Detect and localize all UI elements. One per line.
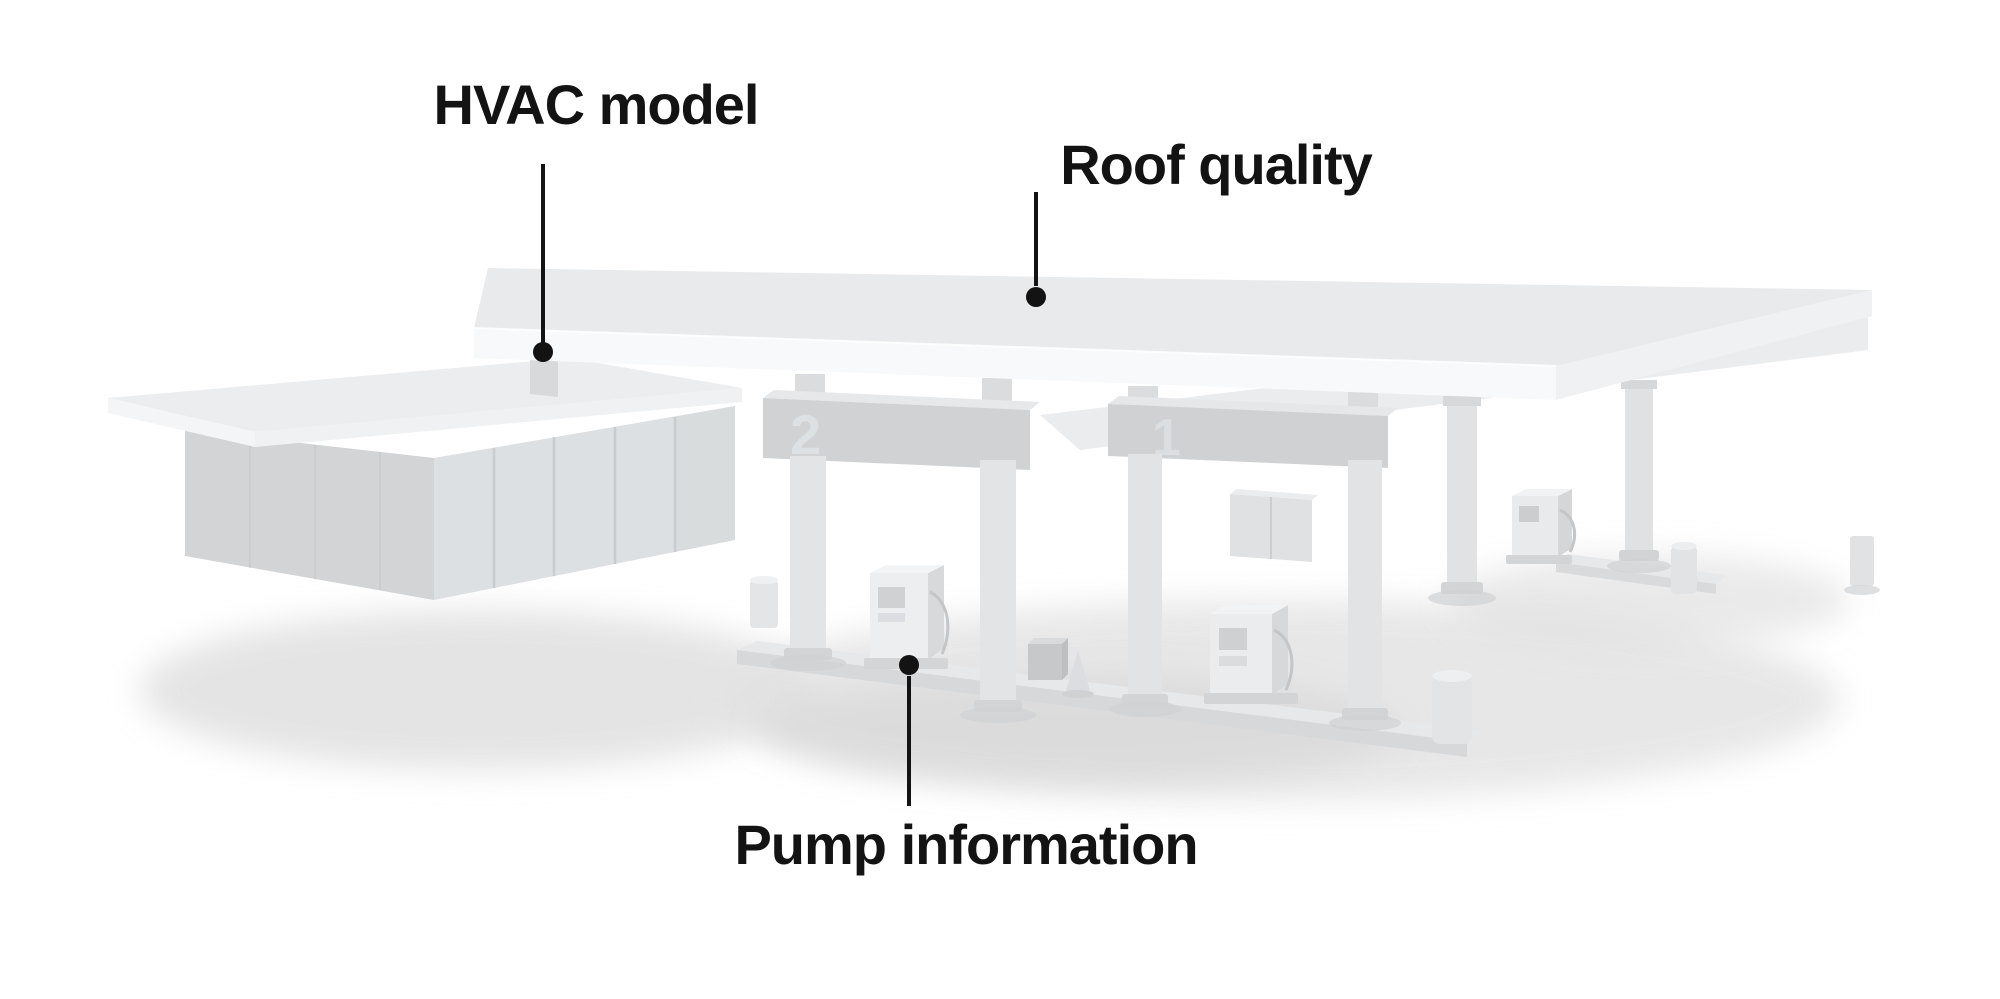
pump-island-2: 2 xyxy=(763,374,1040,723)
rear-kiosk xyxy=(1230,489,1318,562)
canopy-top xyxy=(474,268,1872,366)
store-roof-top xyxy=(108,358,742,432)
pump-hose xyxy=(929,590,950,655)
canopy-roof xyxy=(473,268,1872,400)
bollard xyxy=(750,580,778,628)
fuel-pump-mid xyxy=(1204,605,1298,704)
annotation-hvac-dot xyxy=(533,342,553,362)
store-building xyxy=(108,358,742,600)
annotation-roof-line xyxy=(1034,192,1038,286)
annotation-pump-label: Pump information xyxy=(734,813,1198,876)
canopy-front-face xyxy=(474,328,1556,400)
pump-screen xyxy=(878,587,905,608)
store-door xyxy=(675,406,735,552)
store-wall-left xyxy=(185,430,434,600)
utility-box xyxy=(1028,644,1062,680)
hvac-unit-body xyxy=(530,352,558,397)
small-canister xyxy=(1671,546,1697,594)
annotation-roof-label: Roof quality xyxy=(1060,133,1373,196)
island-2-number: 2 xyxy=(790,403,821,466)
store-panel-seams xyxy=(249,437,381,590)
pump-island-1: 1 xyxy=(1108,386,1401,731)
pump-keypad xyxy=(878,613,905,622)
annotation-roof-dot xyxy=(1026,287,1046,307)
island-1-sign-top xyxy=(1108,396,1398,416)
platform-front xyxy=(737,650,1467,757)
props xyxy=(750,536,1880,744)
annotation-hvac-line xyxy=(541,164,545,344)
trash-can xyxy=(1432,676,1472,744)
store-roof-edge-front xyxy=(255,388,742,447)
canopy-columns-right xyxy=(1428,380,1671,606)
canopy-right-face xyxy=(1556,290,1872,400)
annotation-pump-dot xyxy=(899,655,919,675)
traffic-cone xyxy=(1065,650,1091,694)
store-wall-front xyxy=(434,406,735,600)
island-1-sign-front xyxy=(1108,404,1388,468)
annotation-hvac-label: HVAC model xyxy=(433,73,760,136)
fuel-pump-far xyxy=(1506,489,1577,564)
island-2-sign-top xyxy=(763,390,1040,410)
store-window-seams xyxy=(492,417,677,588)
island-2-sign-front xyxy=(763,398,1030,470)
annotation-pump-line xyxy=(907,676,911,806)
store-roof-edge-left xyxy=(108,398,255,447)
fuel-pump-near xyxy=(864,565,950,669)
far-post xyxy=(1850,536,1874,586)
